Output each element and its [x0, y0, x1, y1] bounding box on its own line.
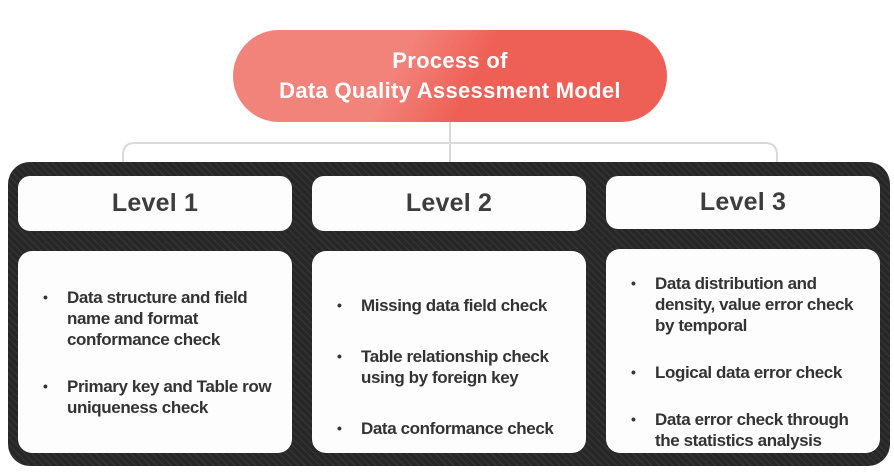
list-item: • Logical data error check — [620, 362, 868, 383]
bullet-icon: • — [631, 274, 636, 291]
bullet-icon: • — [337, 420, 342, 436]
level-2-bullet-list: • Missing data field check • Table relat… — [326, 295, 574, 439]
process-title-line2: Data Quality Assessment Model — [279, 78, 621, 103]
list-item: • Missing data field check — [326, 295, 574, 316]
level-3-header: Level 3 — [606, 176, 880, 229]
level-1-label: Level 1 — [111, 189, 199, 217]
list-item: • Data structure and field name and form… — [32, 287, 280, 350]
list-item: • Table relationship check using by fore… — [326, 346, 574, 388]
bullet-icon: • — [43, 289, 48, 305]
bullet-icon: • — [337, 348, 342, 364]
list-item-text: Logical data error check — [655, 362, 842, 382]
list-item-text: Data error check through the statistics … — [655, 409, 849, 450]
list-item-text: Data structure and field name and format… — [67, 288, 248, 349]
level-2-column: Level 2 • Missing data field check • Tab… — [312, 176, 586, 453]
level-2-content: • Missing data field check • Table relat… — [312, 251, 586, 453]
list-item-text: Data conformance check — [361, 419, 554, 438]
bullet-icon: • — [631, 410, 636, 427]
bullet-icon: • — [337, 297, 342, 313]
connector-branch-line — [122, 142, 778, 164]
levels-board: Level 1 • Data structure and field name … — [8, 162, 890, 466]
level-1-column: Level 1 • Data structure and field name … — [18, 176, 292, 453]
level-1-content: • Data structure and field name and form… — [18, 251, 292, 453]
list-item-text: Table relationship check using by foreig… — [361, 347, 549, 387]
level-2-header: Level 2 — [312, 176, 586, 231]
level-3-content: • Data distribution and density, value e… — [606, 248, 880, 453]
level-2-label: Level 2 — [405, 189, 493, 217]
list-item: • Data error check through the statistic… — [620, 409, 868, 451]
list-item-text: Data distribution and density, value err… — [655, 273, 854, 335]
level-1-bullet-list: • Data structure and field name and form… — [32, 287, 280, 418]
level-3-column: Level 3 • Data distribution and density,… — [606, 176, 880, 453]
bullet-icon: • — [43, 378, 48, 394]
list-item: • Data distribution and density, value e… — [620, 273, 868, 336]
level-1-header: Level 1 — [18, 176, 292, 231]
list-item: • Primary key and Table row uniqueness c… — [32, 376, 280, 418]
process-title-node: Process of Data Quality Assessment Model — [233, 30, 667, 122]
level-3-bullet-list: • Data distribution and density, value e… — [620, 273, 868, 451]
process-title-line1: Process of — [392, 48, 508, 73]
list-item-text: Missing data field check — [361, 296, 547, 315]
list-item: • Data conformance check — [326, 418, 574, 439]
level-3-label: Level 3 — [699, 187, 787, 216]
bullet-icon: • — [631, 363, 636, 380]
list-item-text: Primary key and Table row uniqueness che… — [67, 377, 272, 417]
